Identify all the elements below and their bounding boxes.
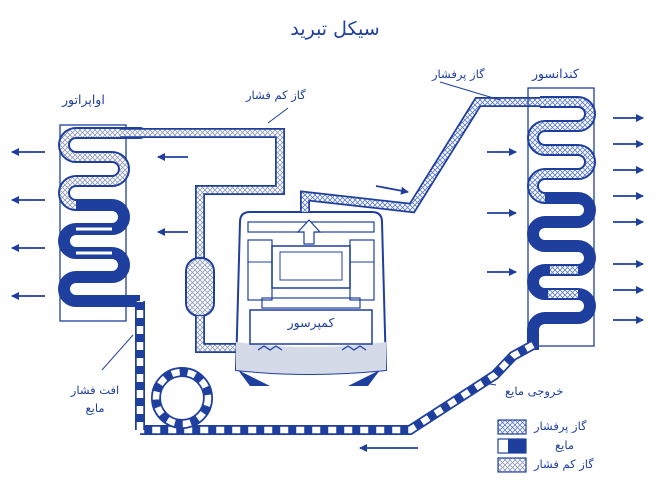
legend [497, 419, 527, 473]
compressor-label: کمپرسور [287, 315, 335, 330]
legend-label-liquid: مایع [555, 438, 574, 452]
compressor-motor [249, 309, 373, 345]
legend-swatch-low-pressure [497, 457, 527, 473]
discharge-arrow-icon [296, 219, 322, 245]
evaporator-label: اواپراتور [62, 92, 105, 107]
evaporator [58, 124, 146, 322]
diagram-title: سیکل تبرید [290, 18, 380, 40]
pressure-drop-liquid-label: مایع [85, 401, 105, 415]
liquid-outlet-label: خروجی مایع [505, 384, 564, 398]
discharge-line [300, 97, 545, 214]
pressure-drop-label: افت فشار [70, 383, 120, 397]
evaporator-coil-gas [58, 127, 146, 211]
accumulator [185, 257, 215, 317]
compressor [234, 211, 388, 386]
condenser-label: کندانسور [532, 66, 579, 81]
high-pressure-gas-label: گاز پرفشار [432, 67, 485, 81]
condenser-coil-liquid [527, 192, 596, 252]
condenser [527, 87, 596, 350]
legend-label-low-pressure: گاز کم فشار [534, 457, 594, 471]
low-pressure-gas-label: گاز کم فشار [246, 88, 306, 102]
liquid-line [135, 301, 536, 435]
legend-label-high-pressure: گاز پرفشار [534, 419, 587, 433]
arrow-flow-discharge [375, 185, 409, 195]
suction-line [120, 128, 285, 353]
leader-lines [101, 81, 501, 386]
airflow-arrows [11, 114, 644, 452]
legend-swatch-high-pressure [497, 419, 527, 435]
